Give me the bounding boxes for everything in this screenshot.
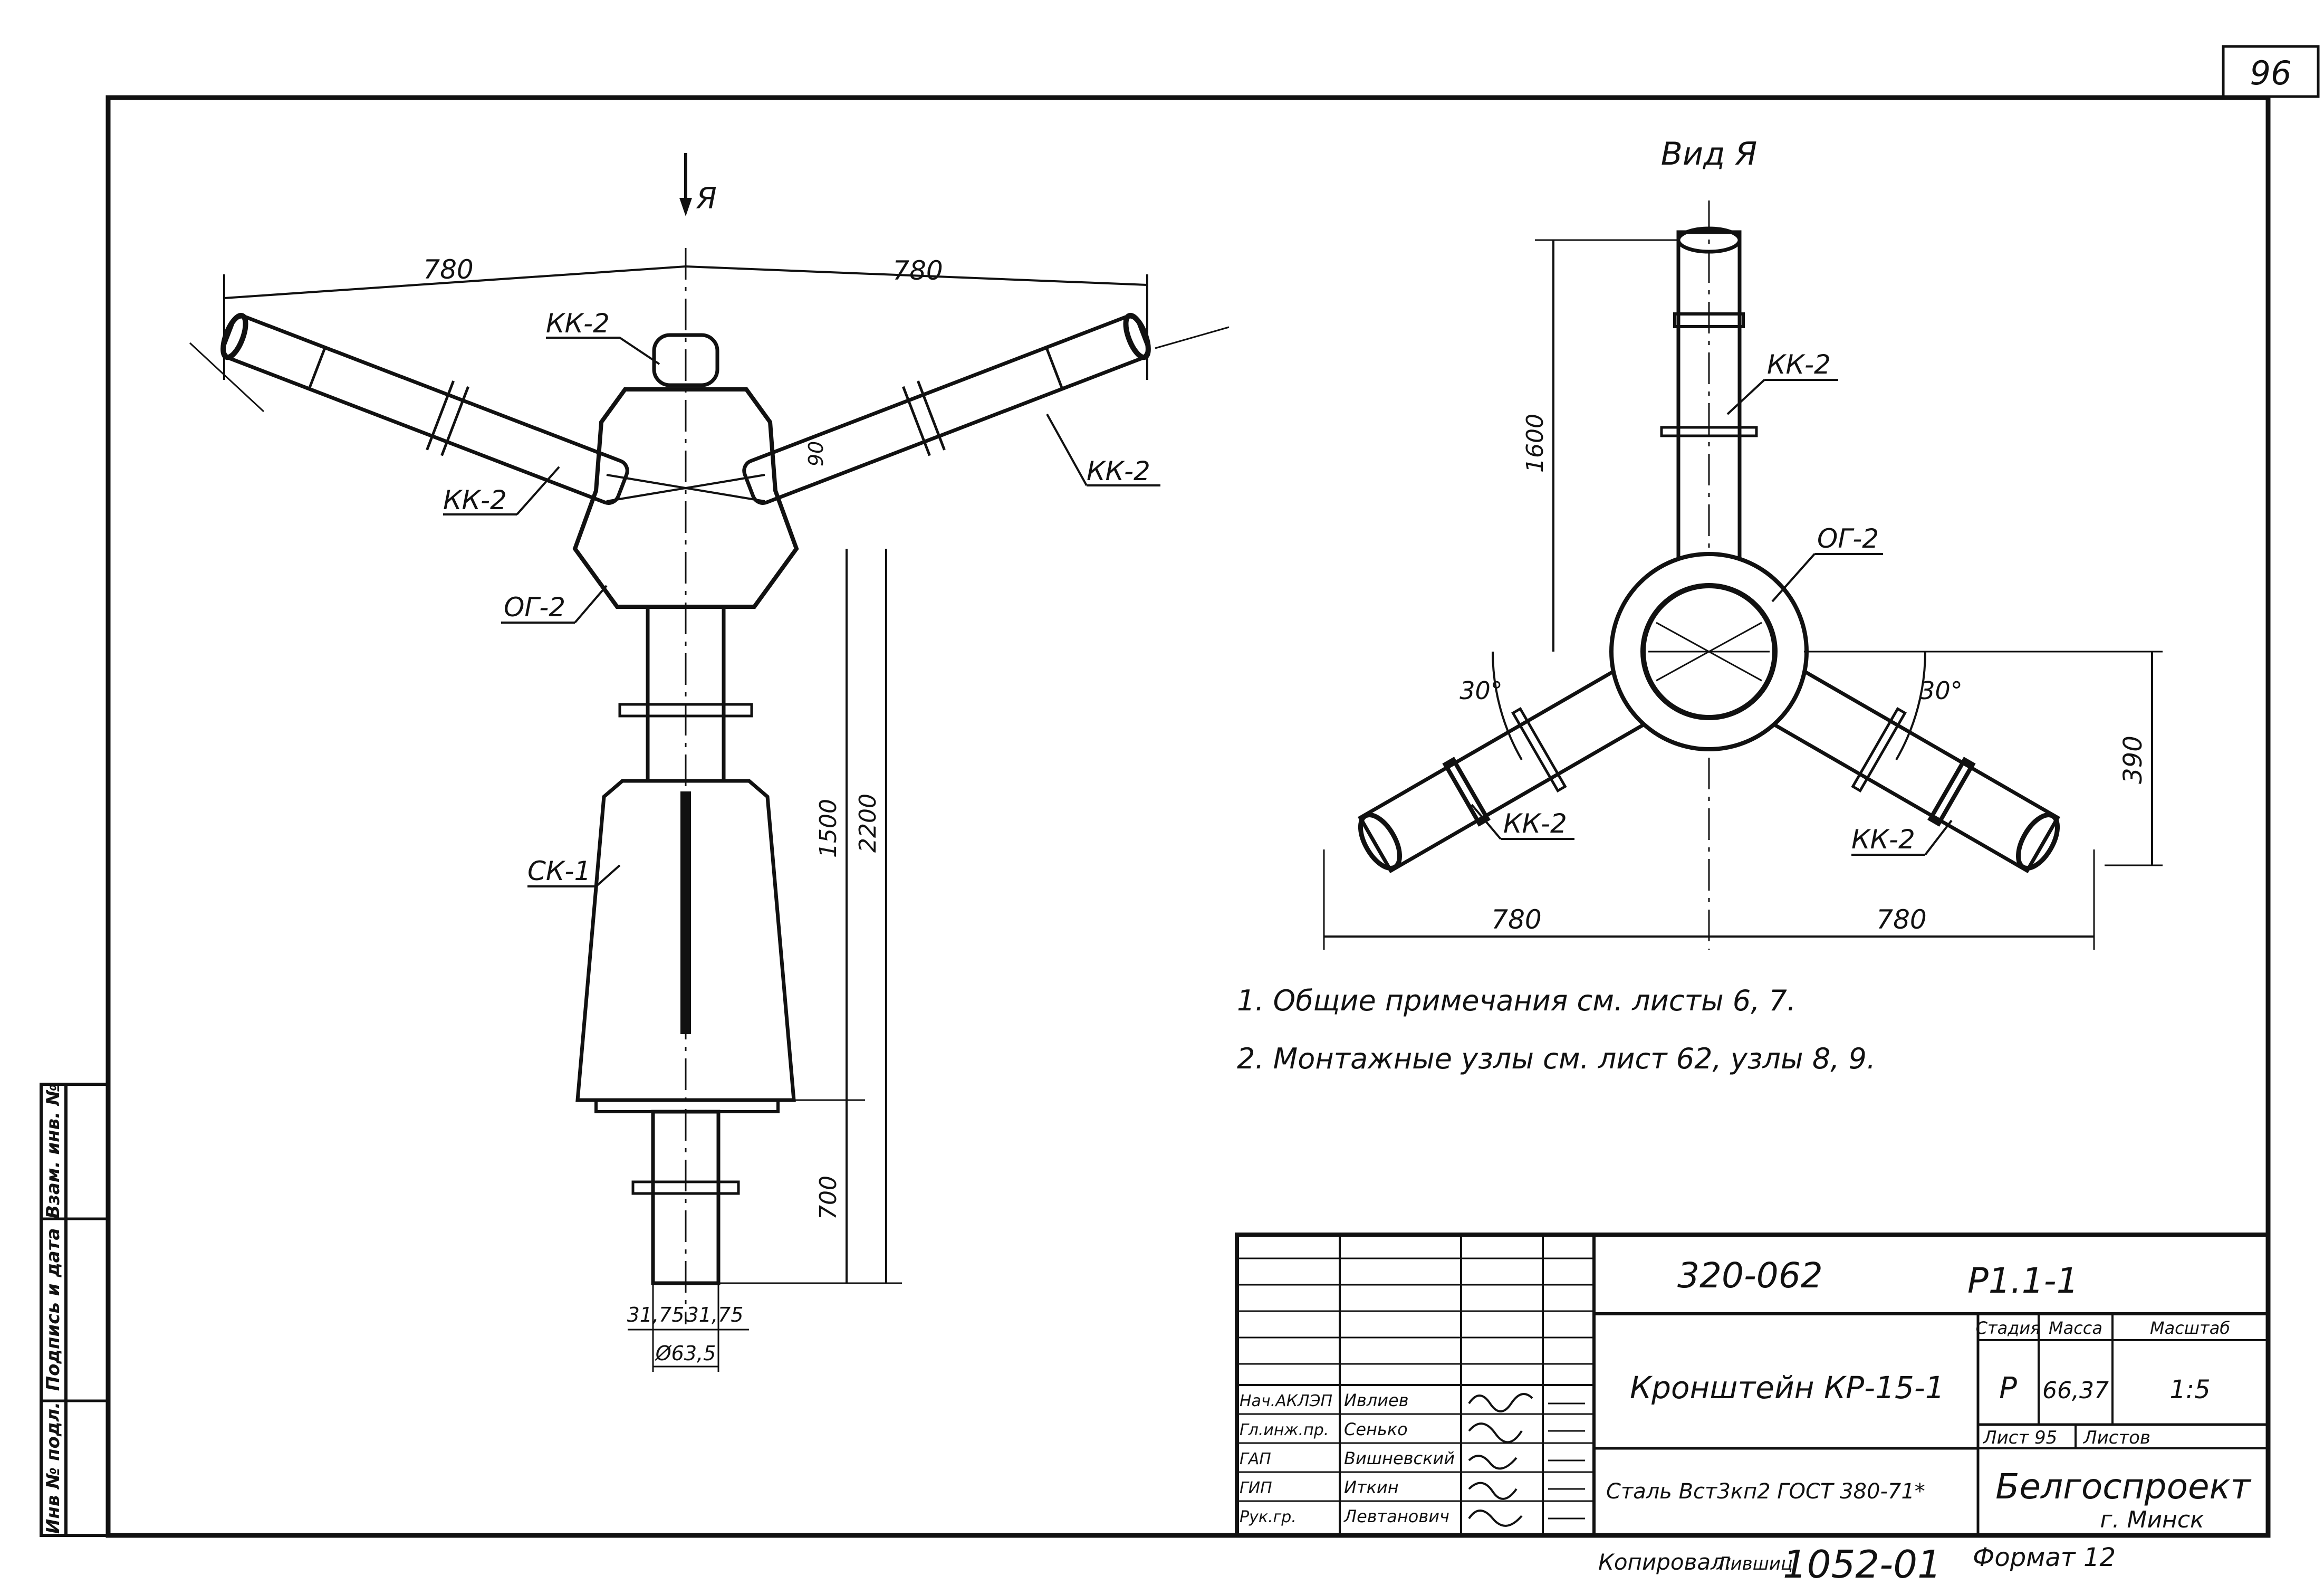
signer-role-5: Рук.гр. [1240, 1508, 1297, 1526]
signer-name-2: Сенько [1344, 1419, 1408, 1439]
note-2: 2. Монтажные узлы см. лист 62, узлы 8, 9… [1237, 1042, 1876, 1075]
signer-role-1: Нач.АКЛЭП [1240, 1392, 1332, 1410]
view-a-title: Вид Я [1661, 136, 1757, 173]
sheet-frame [105, 95, 2271, 1538]
front-label-kk2-left: КК-2 [443, 485, 507, 515]
front-label-sk1: СК-1 [527, 856, 591, 886]
signature-scribbles [1468, 1393, 1533, 1527]
mass-label: Масса [2049, 1318, 2102, 1338]
stamp-inv-no: Инв № подл. [43, 1402, 64, 1534]
left-arm-pipe [220, 312, 629, 505]
view-a-dim-1600: 1600 [1522, 414, 1549, 473]
signer-name-5: Левтанович [1343, 1506, 1449, 1526]
front-view: Я 780 780 [189, 153, 1230, 1372]
right-arm-pipe [742, 312, 1151, 505]
front-label-kk2-right: КК-2 [1087, 456, 1150, 486]
title-block: Нач.АКЛЭП Ивлиев Гл.инж.пр. Сенько ГАП В… [1235, 1233, 2270, 1537]
view-arrow-head [679, 198, 692, 216]
sleeve-slot [680, 791, 691, 1034]
material: Сталь Вст3кп2 ГОСТ 380-71* [1606, 1479, 1925, 1504]
front-label-kk2-top: КК-2 [546, 308, 610, 339]
signer-name-4: Иткин [1344, 1477, 1399, 1497]
sheet-label: Лист 95 [1982, 1427, 2057, 1448]
view-a-dim-left: 780 [1491, 904, 1541, 935]
front-dim-right: 780 [892, 255, 943, 286]
front-dim-bottom-right: 31,75 [686, 1303, 744, 1326]
city: г. Минск [2100, 1506, 2204, 1533]
front-dim-angle: 90 [804, 441, 828, 466]
view-a-dim-right: 780 [1876, 904, 1926, 935]
view-a: Вид Я 160 [1323, 136, 2163, 950]
doc-code: 320-062 [1677, 1255, 1823, 1296]
sheets-label: Листов [2082, 1427, 2150, 1448]
front-dim-left: 780 [423, 254, 473, 285]
view-a-label-kk2-left: КК-2 [1503, 808, 1567, 839]
view-a-dim-390: 390 [2118, 736, 2148, 784]
front-dim-700: 700 [815, 1176, 842, 1220]
signer-name-3: Вишневский [1344, 1448, 1455, 1468]
copier-name: Лившиц [1716, 1553, 1793, 1574]
copied-by: Копировал: [1598, 1549, 1732, 1575]
view-a-angle-right: 30° [1919, 676, 1963, 705]
front-dim-1500: 1500 [815, 799, 842, 858]
front-dim-2200: 2200 [854, 794, 881, 853]
view-a-label-kk2-top: КК-2 [1767, 349, 1831, 380]
signer-role-3: ГАП [1240, 1450, 1271, 1468]
drawing-title: Кронштейн КР-15-1 [1630, 1370, 1945, 1406]
page-number-box [2222, 45, 2320, 98]
front-label-og2: ОГ-2 [504, 592, 565, 623]
view-a-label-kk2-right: КК-2 [1851, 824, 1915, 855]
scale-label: Масштаб [2150, 1318, 2230, 1338]
note-1: 1. Общие примечания см. листы 6, 7. [1237, 984, 1796, 1017]
view-a-label-og2: ОГ-2 [1817, 523, 1879, 554]
mass-value: 66,37 [2042, 1377, 2109, 1404]
stage-value: Р [1999, 1371, 2017, 1406]
signer-role-2: Гл.инж.пр. [1240, 1421, 1329, 1439]
signer-name-1: Ивлиев [1344, 1390, 1409, 1410]
hub-og2 [572, 387, 799, 609]
stage-label: Стадия [1976, 1318, 2041, 1338]
organization: Белгоспроект [1995, 1466, 2252, 1507]
front-dim-bottom-left: 31,75 [627, 1303, 685, 1326]
view-arrow-label: Я [696, 182, 717, 216]
format-label: Формат 12 [1973, 1543, 2116, 1572]
page-number: 96 [2250, 54, 2292, 92]
scale-value: 1:5 [2169, 1375, 2210, 1405]
stamp-signature-date: Подпись и дата [43, 1228, 64, 1391]
sheet-code: Р1.1-1 [1967, 1260, 2079, 1301]
archive-number: 1052-01 [1783, 1542, 1942, 1587]
stamp-replace-inv: Взам. инв. № [43, 1084, 64, 1219]
side-stamp: Инв № подл. Подпись и дата Взам. инв. № [40, 1083, 110, 1537]
signer-role-4: ГИП [1240, 1479, 1272, 1497]
front-dim-diameter: Ø63,5 [655, 1342, 716, 1365]
view-a-angle-left: 30° [1459, 676, 1503, 705]
